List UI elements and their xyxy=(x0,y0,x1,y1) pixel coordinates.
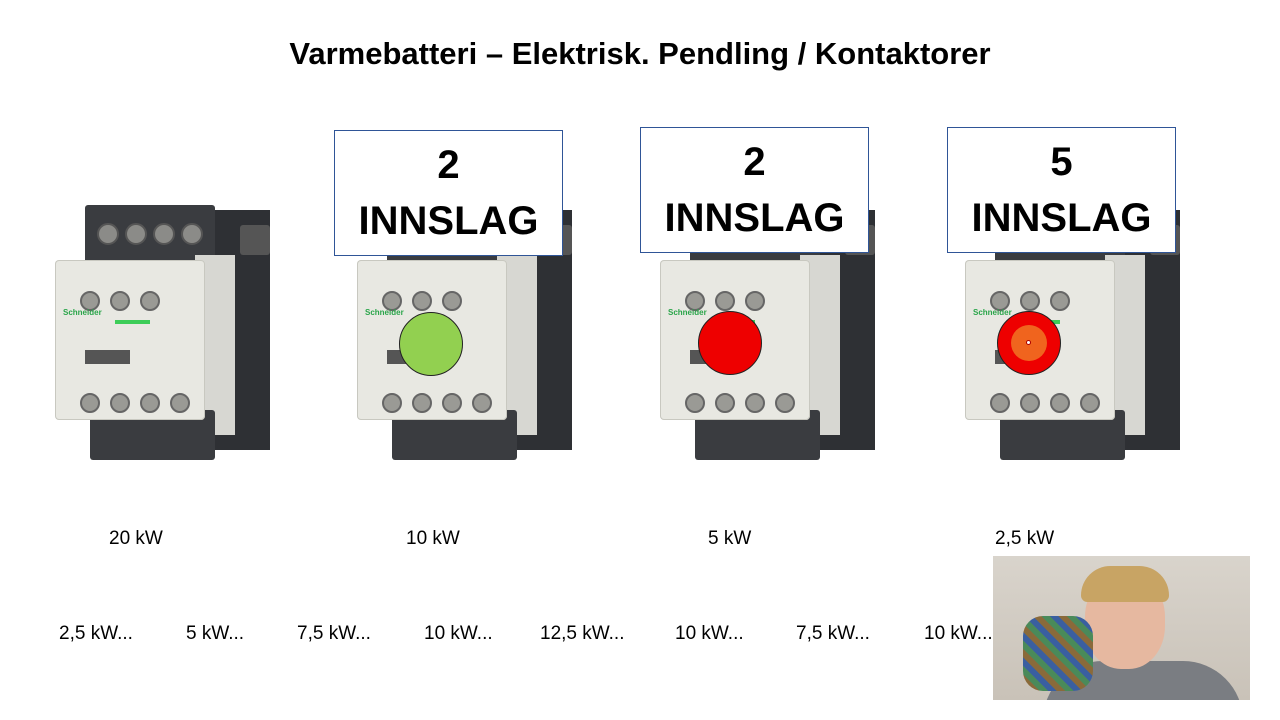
switch-count-box: 5 INNSLAG xyxy=(947,127,1176,253)
power-label: 20 kW xyxy=(109,528,163,549)
presenter-hand xyxy=(1023,616,1093,691)
sequence-step: 7,5 kW... xyxy=(297,623,371,644)
sequence-step: 2,5 kW... xyxy=(59,623,133,644)
sequence-step: 5 kW... xyxy=(186,623,245,644)
switch-count-label: INNSLAG xyxy=(358,199,539,243)
brand-logo: Schneider xyxy=(973,308,1012,317)
brand-logo: Schneider xyxy=(365,308,404,317)
power-label: 5 kW xyxy=(708,528,752,549)
sequence-step: 12,5 kW... xyxy=(540,623,625,644)
switch-count-label: INNSLAG xyxy=(971,196,1152,240)
switch-count-box: 2 INNSLAG xyxy=(334,130,563,256)
switch-count-box: 2 INNSLAG xyxy=(640,127,869,253)
power-label: 10 kW xyxy=(406,528,460,549)
status-indicator-red xyxy=(997,311,1061,375)
status-indicator-red xyxy=(698,311,762,375)
sequence-step: 10 kW... xyxy=(424,623,493,644)
brand-logo: Schneider xyxy=(63,308,102,317)
switch-count: 5 xyxy=(1050,140,1073,184)
switch-count-label: INNSLAG xyxy=(664,196,845,240)
switch-count: 2 xyxy=(437,143,460,187)
power-label: 2,5 kW xyxy=(995,528,1055,549)
switch-count: 2 xyxy=(743,140,766,184)
sequence-step: 10 kW... xyxy=(675,623,744,644)
presenter-hair xyxy=(1081,566,1169,602)
sequence-step: 10 kW... xyxy=(924,623,993,644)
webcam-overlay xyxy=(993,556,1250,700)
brand-logo: Schneider xyxy=(668,308,707,317)
contactor-image: Schneider xyxy=(55,205,275,465)
sequence-step: 7,5 kW... xyxy=(796,623,870,644)
status-indicator-green xyxy=(399,312,463,376)
slide-title: Varmebatteri – Elektrisk. Pendling / Kon… xyxy=(289,36,991,71)
laser-pointer-icon xyxy=(1011,325,1047,361)
